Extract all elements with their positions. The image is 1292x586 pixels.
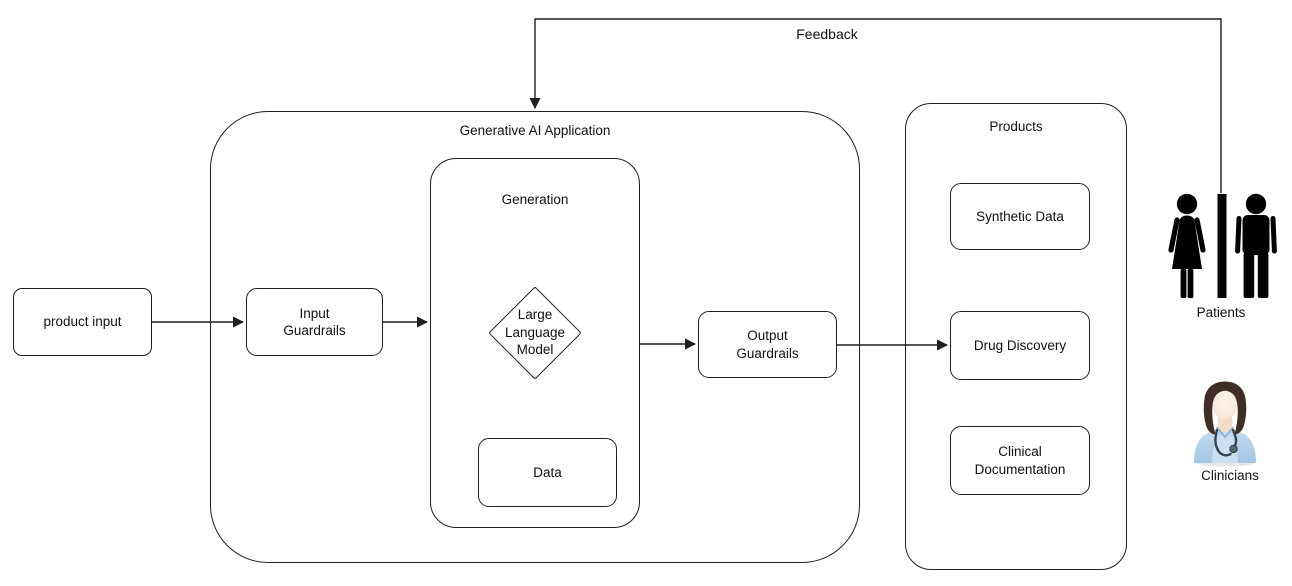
node-clinical-documentation-label: Clinical Documentation	[974, 444, 1066, 477]
generation-label: Generation	[501, 192, 569, 207]
scrubs-highlight	[1212, 433, 1238, 463]
female-figure	[1168, 193, 1206, 298]
node-drug-discovery: Drug Discovery	[950, 311, 1090, 380]
stethoscope	[1214, 428, 1238, 457]
node-clinical-documentation: Clinical Documentation	[950, 426, 1090, 495]
clinicians-label: Clinicians	[1201, 468, 1259, 483]
restroom-divider-bar	[1217, 194, 1227, 298]
clinician-face	[1212, 388, 1238, 420]
node-input-guardrails: Input Guardrails	[246, 288, 383, 356]
node-data-label: Data	[533, 464, 562, 480]
node-input-guardrails-label: Input Guardrails	[283, 305, 346, 338]
node-synthetic-data-label: Synthetic Data	[976, 208, 1064, 224]
node-output-guardrails: Output Guardrails	[698, 311, 837, 378]
clinician-neck	[1218, 417, 1232, 433]
node-large-language-model-label: Large Language Model	[504, 307, 566, 358]
stethoscope-chestpiece	[1229, 444, 1238, 454]
node-product-input: product input	[13, 288, 152, 356]
node-data: Data	[478, 438, 617, 507]
node-synthetic-data: Synthetic Data	[950, 183, 1090, 250]
node-product-input-label: product input	[43, 314, 122, 330]
patients-label: Patients	[1196, 305, 1246, 320]
v-neck-collar	[1215, 426, 1235, 439]
male-female-restroom-icon	[1168, 193, 1277, 298]
node-output-guardrails-label: Output Guardrails	[736, 328, 799, 361]
node-drug-discovery-label: Drug Discovery	[973, 337, 1067, 353]
male-figure	[1235, 193, 1277, 298]
feedback-label: Feedback	[796, 26, 858, 42]
clinician-hair	[1203, 381, 1247, 435]
products-label: Products	[989, 119, 1043, 134]
female-clinician-icon	[1194, 381, 1256, 467]
generative-ai-application-label: Generative AI Application	[459, 123, 611, 138]
